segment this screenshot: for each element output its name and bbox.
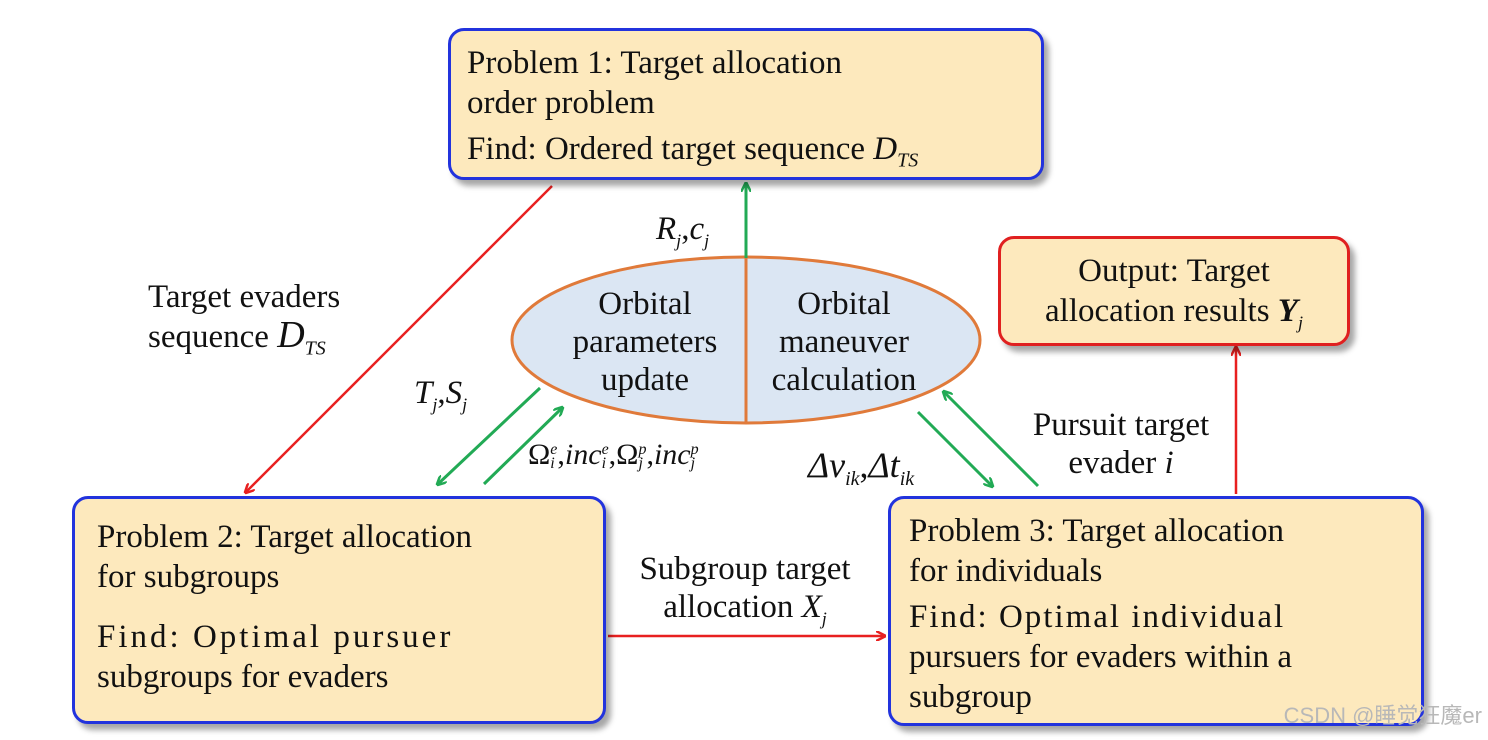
label-dv: Δv (808, 445, 846, 485)
ellipse-right-line2: maneuver (778, 324, 910, 360)
problem3-title-line1: Problem 3: Target allocation (909, 513, 1284, 549)
arrow-p3-to-ellipse (944, 392, 1040, 488)
problem1-find: Find: Ordered target sequence DTS (467, 129, 1025, 181)
label-rj: R (656, 211, 677, 247)
label-inc-p-sup: p (690, 441, 699, 459)
ellipse-right-line3: calculation (771, 362, 917, 398)
label-subgroup: Subgroup target allocation Xj (612, 550, 878, 638)
label-dv-comma: , (859, 445, 869, 485)
label-pursuit-evader: evader (1068, 445, 1165, 481)
arrow-p1-to-p2 (246, 185, 553, 492)
ellipse-right-line1: Orbital (797, 286, 891, 322)
label-pursuit-line1: Pursuit target (1032, 407, 1210, 443)
problem2-title-line1: Problem 2: Target allocation (97, 519, 472, 555)
output-symbol: Y (1277, 293, 1298, 329)
label-xj: X (801, 589, 822, 625)
label-inc-e-sup: e (601, 441, 609, 459)
problem2-find-line1: Find: Optimal pursuer (97, 619, 454, 655)
ellipse-right-text: Orbital maneuver calculation (750, 285, 938, 399)
label-subgroup-allocation: allocation (663, 589, 802, 625)
label-pursuit-line2: evader i (1010, 444, 1232, 482)
problem2-box: Problem 2: Target allocation for subgrou… (72, 496, 606, 724)
watermark: CSDN @睡觉狂魔er (1283, 703, 1482, 728)
output-line2: allocation results Yj (1011, 291, 1337, 343)
ellipse-left-text: Orbital parameters update (548, 285, 742, 399)
label-inc-e: inc (564, 438, 602, 471)
label-comma-1: , (557, 438, 565, 471)
label-tj-comma: , (437, 375, 446, 411)
arrow-ellipse-to-p3 (916, 410, 992, 486)
label-pursuit: Pursuit target evader i (1010, 406, 1232, 482)
label-rj-sub: j (676, 230, 682, 251)
problem3-box: Problem 3: Target allocation for individ… (888, 496, 1424, 726)
problem3-find-line2: pursuers for evaders within a (909, 639, 1293, 675)
label-subgroup-line2: allocation Xj (612, 588, 878, 638)
label-rj-cj: Rj,cj (656, 210, 709, 260)
problem2-title-line2: for subgroups (97, 559, 280, 595)
label-dv-dt: Δvik,Δtik (808, 446, 914, 498)
label-pursuit-i: i (1164, 445, 1174, 481)
label-omega-e-sub: i (550, 455, 555, 473)
label-tj-sub: j (432, 394, 438, 415)
label-tj: T (414, 375, 433, 411)
label-xj-sub: j (821, 608, 827, 629)
problem1-find-text: Find: Ordered target sequence (467, 131, 874, 167)
label-target-evaders-line1: Target evaders (148, 279, 341, 315)
output-sub: j (1297, 312, 1303, 333)
label-omega-p: Ω (616, 438, 639, 471)
ellipse-left-line2: parameters (572, 324, 718, 360)
label-omega-p-sub: j (638, 455, 643, 473)
label-comma-3: , (646, 438, 654, 471)
arrow-ellipse-to-p2 (438, 386, 542, 484)
arrow-p2-to-ellipse (482, 408, 562, 486)
problem2-find-line2: subgroups for evaders (97, 659, 389, 695)
ellipse-left-line3: update (601, 362, 689, 398)
problem1-title-line1: Problem 1: Target allocation (467, 45, 842, 81)
label-sj: S (445, 375, 463, 411)
output-box: Output: Target allocation results Yj (998, 236, 1350, 346)
output-line1: Output: Target (1078, 253, 1270, 289)
problem3-find-line3: subgroup (909, 679, 1032, 715)
label-sj-sub: j (462, 394, 468, 415)
label-cj: c (689, 211, 705, 247)
problem1-find-sub: TS (897, 149, 919, 172)
label-tj-sj: Tj,Sj (414, 374, 467, 424)
label-comma-2: , (608, 438, 617, 471)
ellipse-left-line1: Orbital (598, 286, 692, 322)
label-inc-p: inc (653, 438, 691, 471)
label-omega-e-sup: e (550, 441, 558, 459)
label-omega-e: Ω (528, 438, 551, 471)
label-dts-sub: TS (304, 337, 326, 360)
label-rj-comma: , (681, 211, 690, 247)
label-cj-sub: j (704, 230, 710, 251)
label-subgroup-line1: Subgroup target (639, 551, 851, 587)
problem1-find-symbol: D (873, 131, 898, 167)
label-inc-p-sub: j (690, 455, 696, 473)
label-dv-sub: ik (845, 468, 860, 491)
problem1-title-line2: order problem (467, 85, 655, 121)
output-line2-text: allocation results (1045, 293, 1278, 329)
label-dt: Δt (868, 445, 900, 485)
label-omega-p-sup: p (638, 441, 647, 459)
label-target-evaders: Target evaders sequence DTS (148, 278, 340, 368)
label-dt-sub: ik (899, 468, 915, 491)
label-inc-e-sub: i (601, 455, 607, 473)
problem1-box: Problem 1: Target allocation order probl… (448, 28, 1044, 180)
problem3-find-line1: Find: Optimal individual (909, 599, 1286, 635)
problem3-title-line2: for individuals (909, 553, 1103, 589)
label-target-evaders-line2: sequence DTS (148, 316, 340, 368)
label-sequence-text: sequence (148, 319, 278, 355)
label-dts-symbol: D (277, 314, 305, 356)
